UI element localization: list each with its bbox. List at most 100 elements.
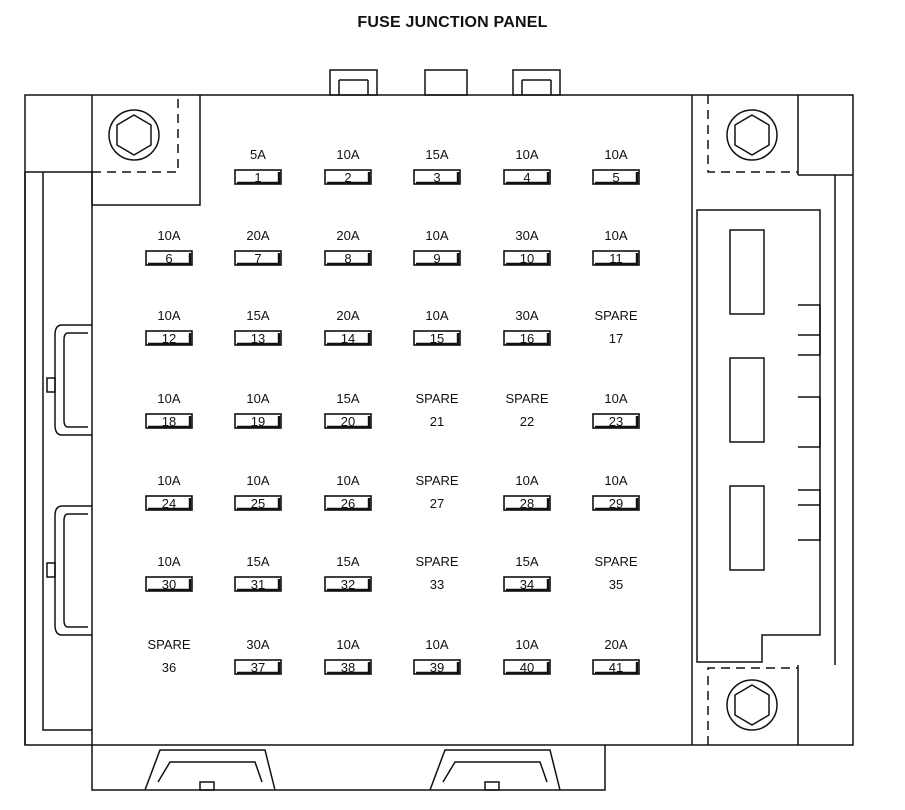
fuse-rating: SPARE	[147, 637, 190, 652]
fuse-22: SPARE 22	[505, 391, 548, 429]
fuse-rating: 15A	[336, 554, 359, 569]
fuse-slot-shadow	[148, 416, 192, 429]
fuse-28: 10A 28	[503, 473, 551, 511]
fuse-slot-shadow	[416, 253, 460, 266]
fuse-9: 10A 9	[413, 228, 461, 266]
fuse-slot-shadow	[327, 662, 371, 675]
fuse-slot-shadow	[148, 498, 192, 511]
fuse-rating: SPARE	[415, 554, 458, 569]
fuse-rating: 30A	[515, 308, 538, 323]
fuse-rating: 10A	[425, 308, 448, 323]
fuse-slot-shadow	[237, 333, 281, 346]
fuse-slot-shadow	[327, 253, 371, 266]
fuse-number: 28	[520, 496, 534, 511]
fuse-slot-shadow	[327, 579, 371, 592]
fuse-number: 19	[251, 414, 265, 429]
fuse-rating: 10A	[515, 473, 538, 488]
fuse-rating: 10A	[604, 391, 627, 406]
fuse-number: 5	[612, 170, 619, 185]
fuse-rating: 10A	[157, 391, 180, 406]
fuse-rating: 10A	[336, 637, 359, 652]
fuse-slot-shadow	[416, 172, 460, 185]
fuse-rating: 10A	[515, 637, 538, 652]
fuse-number: 21	[430, 414, 444, 429]
fuse-number: 27	[430, 496, 444, 511]
right-relay-section	[696, 95, 853, 745]
fuse-33: SPARE 33	[415, 554, 458, 592]
fuse-number: 3	[433, 170, 440, 185]
fuse-rating: 20A	[336, 308, 359, 323]
fuse-number: 22	[520, 414, 534, 429]
fuse-rating: 30A	[515, 228, 538, 243]
fuse-slot-shadow	[506, 579, 550, 592]
fuse-number: 16	[520, 331, 534, 346]
fuse-rating: 10A	[425, 228, 448, 243]
fuse-slot-shadow	[595, 416, 639, 429]
fuse-rating: 10A	[604, 147, 627, 162]
fuse-slot-shadow	[506, 333, 550, 346]
fuse-number: 13	[251, 331, 265, 346]
fuse-slot-shadow	[237, 172, 281, 185]
fuse-number: 9	[433, 251, 440, 266]
fuse-rating: 10A	[604, 473, 627, 488]
fuse-slot-shadow	[237, 662, 281, 675]
fuse-number: 15	[430, 331, 444, 346]
fuse-slot-shadow	[148, 579, 192, 592]
fuse-5: 10A 5	[592, 147, 640, 185]
fuse-slot-shadow	[595, 498, 639, 511]
mounting-bolts	[108, 109, 778, 731]
fuse-16: 30A 16	[503, 308, 551, 346]
fuse-3: 15A 3	[413, 147, 461, 185]
fuse-number: 24	[162, 496, 176, 511]
fuse-rating: 15A	[425, 147, 448, 162]
fuse-slot-shadow	[237, 253, 281, 266]
fuse-slot-shadow	[595, 662, 639, 675]
fuse-rating: 5A	[250, 147, 266, 162]
fuse-rating: 10A	[604, 228, 627, 243]
fuse-slot-shadow	[148, 333, 192, 346]
fuse-1: 5A1	[234, 147, 282, 185]
fuse-slot-shadow	[416, 333, 460, 346]
fuse-number: 25	[251, 496, 265, 511]
fuse-number: 4	[523, 170, 530, 185]
fuse-number: 12	[162, 331, 176, 346]
fuse-rating: SPARE	[594, 554, 637, 569]
fuse-number: 39	[430, 660, 444, 675]
diagram-title: FUSE JUNCTION PANEL	[357, 14, 548, 31]
fuse-rating: 15A	[246, 554, 269, 569]
bolt-top-right-icon	[726, 109, 778, 161]
fuse-slot-shadow	[327, 333, 371, 346]
fuse-slot-shadow	[327, 416, 371, 429]
fuse-number: 23	[609, 414, 623, 429]
fuse-slot-shadow	[506, 498, 550, 511]
fuse-slot-shadow	[595, 253, 639, 266]
fuse-number: 10	[520, 251, 534, 266]
fuse-rating: SPARE	[505, 391, 548, 406]
fuse-rating: 10A	[246, 473, 269, 488]
fuse-slot-shadow	[237, 498, 281, 511]
fuse-rating: 20A	[336, 228, 359, 243]
fuse-number: 17	[609, 331, 623, 346]
fuse-number: 26	[341, 496, 355, 511]
fuse-number: 33	[430, 577, 444, 592]
fuse-number: 37	[251, 660, 265, 675]
